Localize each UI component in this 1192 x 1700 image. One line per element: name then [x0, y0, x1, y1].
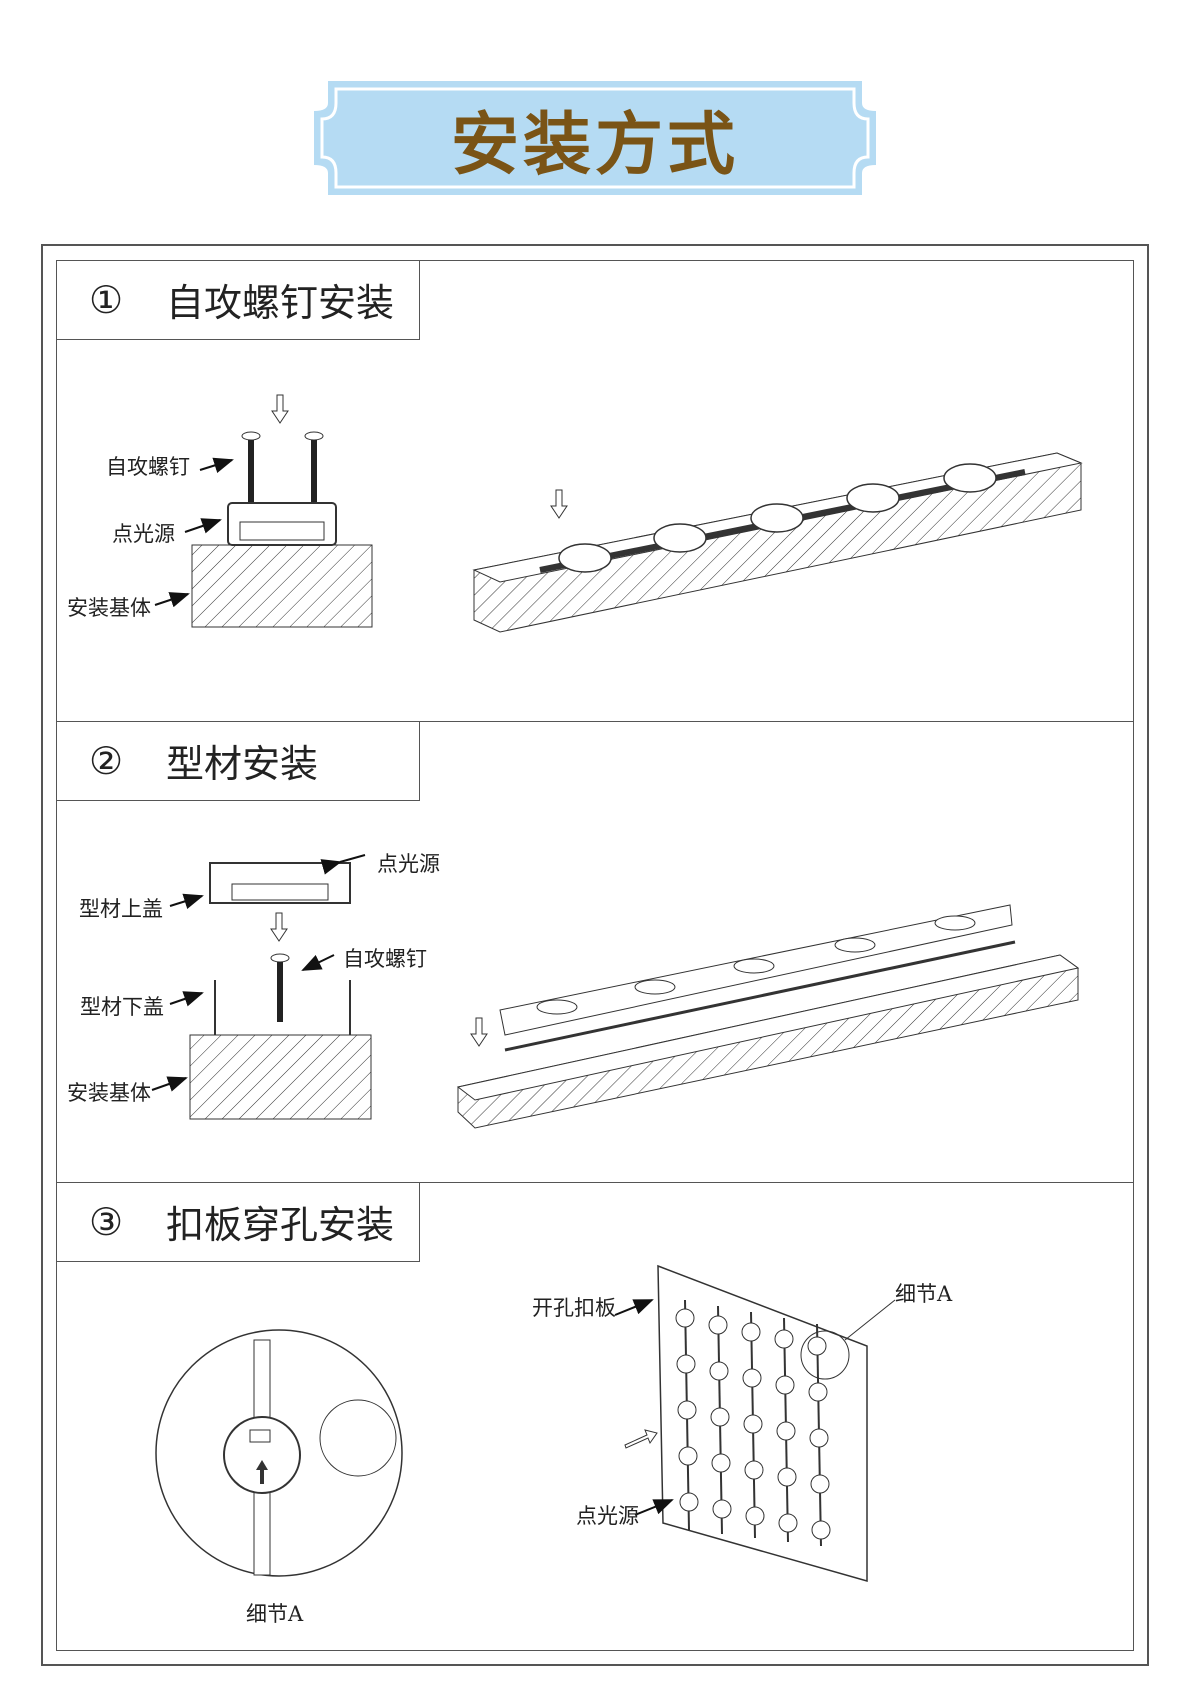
- light-point-icon: [809, 1428, 829, 1448]
- light-point-icon: [775, 1375, 795, 1395]
- light-point-icon: [675, 1308, 695, 1328]
- section-3-detail-circle: [155, 1329, 403, 1577]
- light-point-icon: [774, 1329, 794, 1349]
- light-point-icon: [778, 1513, 798, 1533]
- light-point-icon: [745, 1506, 765, 1526]
- light-point-icon: [810, 1474, 830, 1494]
- light-point-icon: [708, 1315, 728, 1335]
- label-detail-a: 细节A: [246, 1602, 304, 1626]
- label-top-cover: 型材上盖: [79, 897, 163, 921]
- banner-frame: [314, 81, 876, 195]
- light-point-icon: [777, 1467, 797, 1487]
- section-title: 型材安装: [166, 742, 319, 786]
- inner-frame: [56, 260, 1134, 1651]
- screw-icon: [304, 431, 324, 502]
- light-point-icon: [710, 1407, 730, 1427]
- down-arrow-icon: [550, 489, 568, 519]
- section-1-header: ① 自攻螺钉安装: [56, 260, 420, 340]
- down-arrow-icon: [271, 394, 289, 424]
- label-light-source: 点光源: [576, 1504, 639, 1528]
- light-point-icon: [776, 1421, 796, 1441]
- outer-frame: [41, 244, 1149, 1666]
- section-2-cross-section: [151, 854, 372, 1120]
- light-point-icon: [677, 1400, 697, 1420]
- section-3-panel-illustration: [614, 1264, 896, 1582]
- push-arrow-icon: [624, 1429, 658, 1449]
- light-point-icon: [808, 1382, 828, 1402]
- up-arrow-icon: [256, 1460, 268, 1484]
- label-panel: 开孔扣板: [532, 1296, 616, 1320]
- light-point-icon: [742, 1368, 762, 1388]
- label-base: 安装基体: [67, 596, 151, 620]
- down-arrow-icon: [470, 1017, 488, 1047]
- label-light-source: 点光源: [377, 852, 440, 876]
- label-detail-a-callout: 细节A: [895, 1282, 953, 1306]
- light-point-icon: [676, 1354, 696, 1374]
- screw-icon: [241, 431, 261, 502]
- section-1-cross-section: [154, 394, 373, 628]
- light-point-icon: [678, 1446, 698, 1466]
- label-light-source: 点光源: [112, 522, 175, 546]
- label-screw: 自攻螺钉: [343, 947, 427, 971]
- light-point-icon: [679, 1492, 699, 1512]
- section-number: ③: [88, 1199, 124, 1244]
- light-point-icon: [712, 1499, 732, 1519]
- section-1-rail-illustration: [472, 452, 1083, 633]
- label-bottom-cover: 型材下盖: [80, 995, 164, 1019]
- section-title: 扣板穿孔安装: [166, 1203, 395, 1247]
- light-point-icon: [744, 1460, 764, 1480]
- section-number: ②: [88, 738, 124, 783]
- light-point-icon: [811, 1520, 831, 1540]
- screw-icon: [270, 953, 290, 1022]
- label-base: 安装基体: [67, 1081, 151, 1105]
- light-point-icon: [741, 1322, 761, 1342]
- section-divider: [56, 1182, 1134, 1183]
- section-divider: [56, 721, 1134, 722]
- section-2-header: ② 型材安装: [56, 721, 420, 801]
- label-screw: 自攻螺钉: [106, 455, 190, 479]
- light-point-icon: [743, 1414, 763, 1434]
- section-2-profile-illustration: [456, 904, 1080, 1129]
- page-title: 安装方式: [450, 104, 739, 185]
- light-point-icon: [709, 1361, 729, 1381]
- light-point-icon: [807, 1336, 827, 1356]
- light-point-icon: [711, 1453, 731, 1473]
- section-3-header: ③ 扣板穿孔安装: [56, 1182, 420, 1262]
- section-number: ①: [88, 277, 124, 322]
- down-arrow-icon: [270, 912, 288, 942]
- section-title: 自攻螺钉安装: [166, 281, 395, 325]
